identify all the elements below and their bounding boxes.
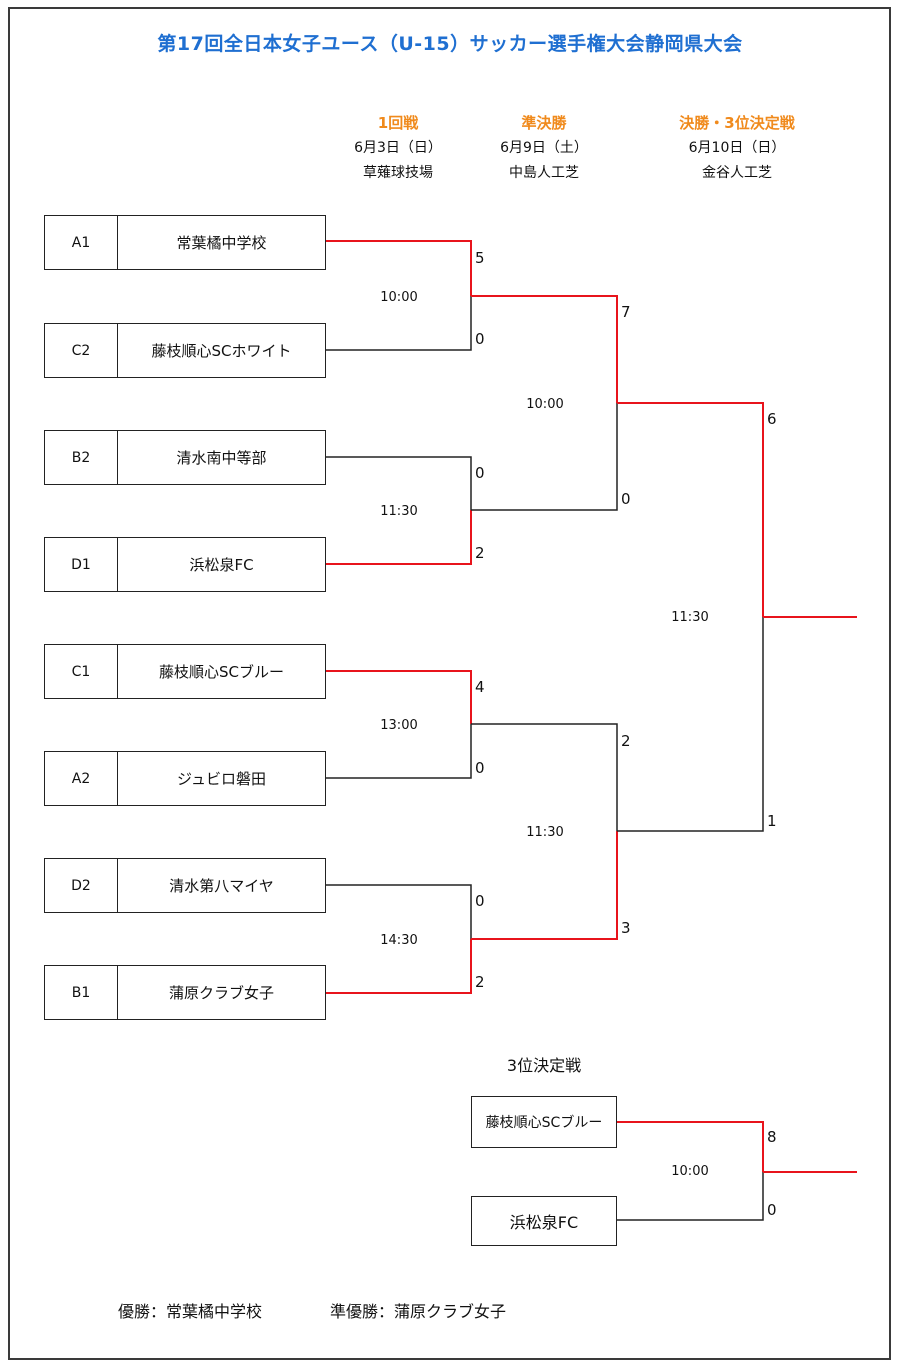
time-r1m1: 10:00: [380, 290, 418, 305]
time-sf1: 10:00: [526, 397, 564, 412]
line-r1m1-bottom: [325, 296, 472, 351]
time-r1m2: 11:30: [380, 504, 418, 519]
team-seed: D2: [45, 859, 118, 912]
time-r1m4: 14:30: [380, 933, 418, 948]
team-name: ジュビロ磐田: [177, 770, 266, 788]
line-final-top: [617, 402, 764, 617]
score-sf2-bottom: 3: [621, 919, 631, 937]
team-name: 常葉橘中学校: [176, 234, 267, 252]
team-seed: A1: [45, 216, 118, 269]
third-place-team-bottom: 浜松泉FC: [471, 1196, 617, 1246]
team-seed: C1: [45, 645, 118, 698]
line-r1m3-bottom: [325, 724, 472, 779]
third-place-title: 3位決定戦: [506, 1056, 582, 1075]
winner-text: 優勝：常葉橘中学校: [118, 1302, 263, 1321]
runner-up-text: 準優勝：蒲原クラブ女子: [330, 1302, 507, 1321]
score-final-top: 6: [767, 410, 777, 428]
line-sf1-top: [471, 295, 618, 403]
line-r1m4-top: [325, 884, 472, 939]
line-sf2-bottom: [471, 831, 618, 940]
line-3rd-top: [616, 1121, 764, 1172]
team-name: 浜松泉FC: [189, 556, 254, 574]
round-header-2: 準決勝 6月9日（土） 中島人工芝: [444, 111, 644, 186]
team-box-c2: C2 藤枝順心SCホワイト: [44, 323, 326, 378]
score-r1m4-bottom: 2: [475, 973, 485, 991]
team-seed: C2: [45, 324, 118, 377]
round-venue: 草薙球技場: [363, 165, 433, 181]
score-sf1-top: 7: [621, 303, 631, 321]
team-box-d1: D1 浜松泉FC: [44, 537, 326, 592]
team-box-b1: B1 蒲原クラブ女子: [44, 965, 326, 1020]
round-name: 決勝・3位決定戦: [679, 114, 795, 132]
line-r1m2-top: [325, 456, 472, 510]
score-r1m2-top: 0: [475, 464, 485, 482]
team-name: 藤枝順心SCホワイト: [151, 342, 292, 360]
round-name: 1回戦: [377, 114, 419, 132]
round-date: 6月9日（土）: [500, 140, 588, 156]
team-seed: B1: [45, 966, 118, 1019]
team-box-c1: C1 藤枝順心SCブルー: [44, 644, 326, 699]
time-final: 11:30: [671, 610, 709, 625]
round-venue: 金谷人工芝: [702, 165, 772, 181]
line-r1m1-top: [325, 240, 472, 296]
team-name: 清水南中等部: [176, 449, 267, 467]
time-3rd: 10:00: [671, 1164, 709, 1179]
team-box-a2: A2 ジュビロ磐田: [44, 751, 326, 806]
line-r1m4-bottom: [325, 939, 472, 994]
score-final-bottom: 1: [767, 812, 777, 830]
team-seed: B2: [45, 431, 118, 484]
round-date: 6月3日（日）: [354, 140, 442, 156]
round-header-3: 決勝・3位決定戦 6月10日（日） 金谷人工芝: [637, 111, 837, 186]
score-sf1-bottom: 0: [621, 490, 631, 508]
third-place-team-top: 藤枝順心SCブルー: [471, 1096, 617, 1148]
line-r1m3-top: [325, 670, 472, 724]
team-name: 藤枝順心SCブルー: [159, 663, 284, 681]
page-frame: [8, 7, 891, 1360]
score-r1m3-top: 4: [475, 678, 485, 696]
score-r1m3-bottom: 0: [475, 759, 485, 777]
team-box-a1: A1 常葉橘中学校: [44, 215, 326, 270]
line-r1m2-bottom: [325, 510, 472, 565]
score-r1m2-bottom: 2: [475, 544, 485, 562]
round-venue: 中島人工芝: [509, 165, 579, 181]
line-sf1-bottom: [471, 403, 618, 511]
line-3rd-bottom: [616, 1172, 764, 1221]
team-seed: D1: [45, 538, 118, 591]
round-header-1: 1回戦 6月3日（日） 草薙球技場: [298, 111, 498, 186]
score-sf2-top: 2: [621, 732, 631, 750]
team-seed: A2: [45, 752, 118, 805]
round-name: 準決勝: [521, 114, 567, 132]
team-name: 蒲原クラブ女子: [168, 984, 274, 1002]
time-r1m3: 13:00: [380, 718, 418, 733]
score-r1m1-bottom: 0: [475, 330, 485, 348]
score-3rd-top: 8: [767, 1128, 777, 1146]
team-name: 清水第八マイヤ: [169, 877, 274, 895]
score-r1m1-top: 5: [475, 249, 485, 267]
time-sf2: 11:30: [526, 825, 564, 840]
score-r1m4-top: 0: [475, 892, 485, 910]
line-final-bottom: [617, 617, 764, 832]
score-3rd-bottom: 0: [767, 1201, 777, 1219]
team-box-d2: D2 清水第八マイヤ: [44, 858, 326, 913]
page-title: 第17回全日本女子ユース（U-15）サッカー選手権大会静岡県大会: [157, 33, 743, 55]
team-box-b2: B2 清水南中等部: [44, 430, 326, 485]
round-date: 6月10日（日）: [688, 140, 786, 156]
line-sf2-top: [471, 723, 618, 831]
